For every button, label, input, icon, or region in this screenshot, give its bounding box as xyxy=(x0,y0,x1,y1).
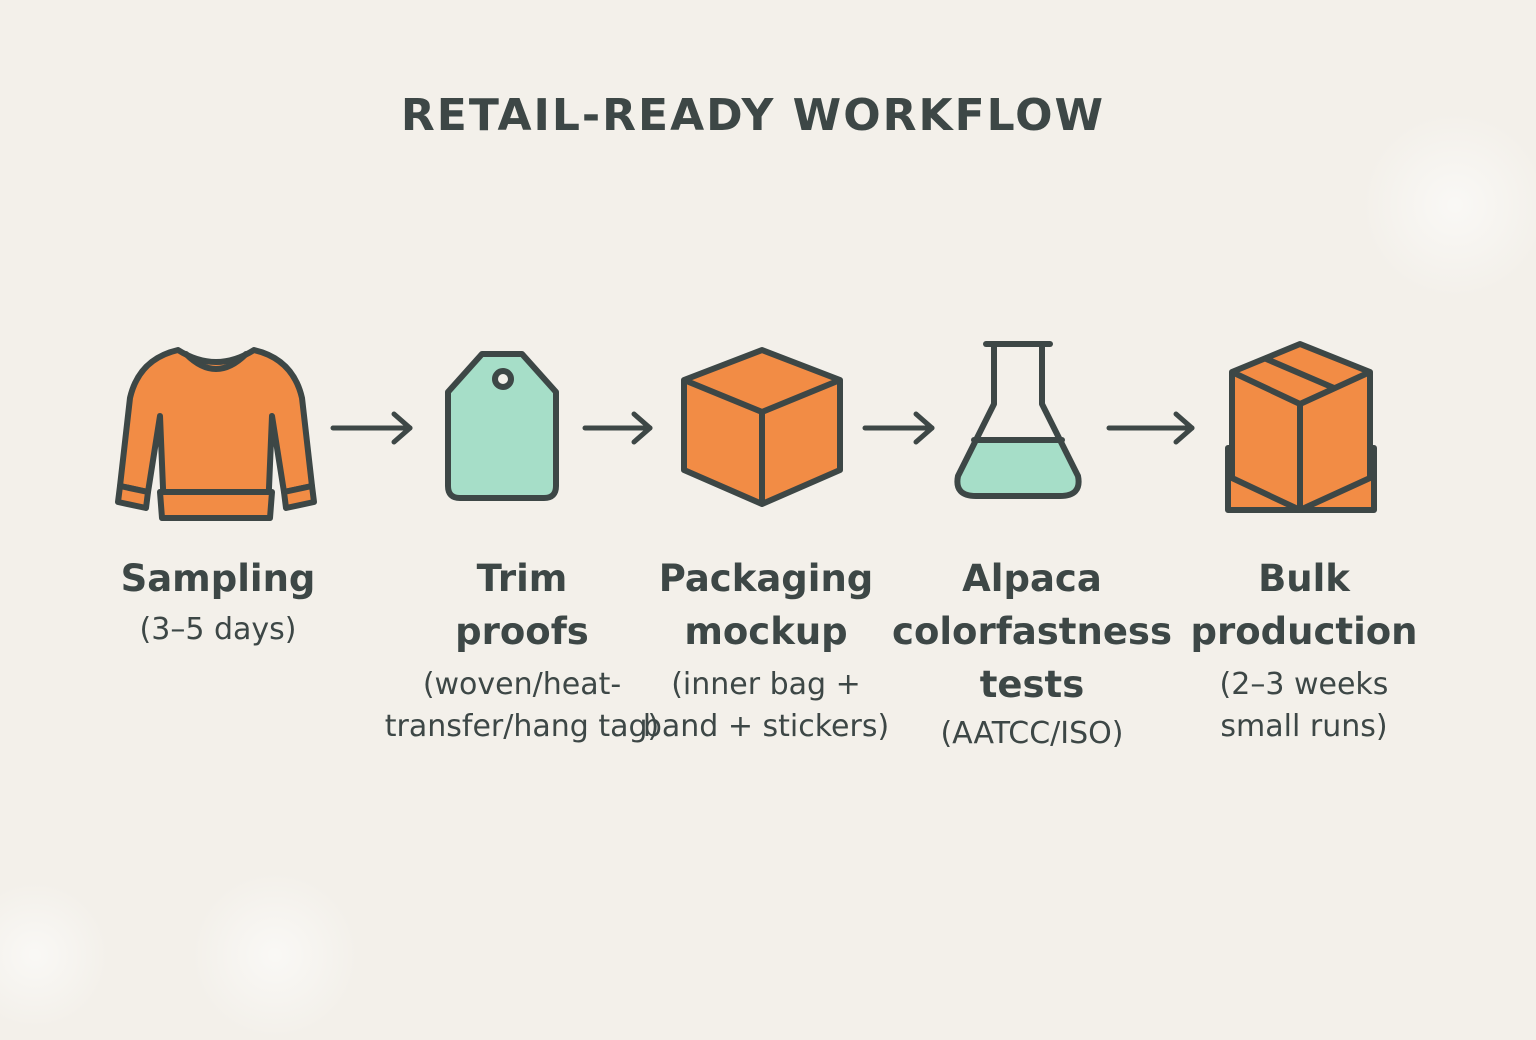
step-name-line: mockup xyxy=(684,610,848,653)
step-detail: (AATCC/ISO) xyxy=(892,713,1172,755)
step-label-sampling: Sampling (3–5 days) xyxy=(121,552,316,651)
step-detail: (3–5 days) xyxy=(121,609,316,651)
step-detail-line: (woven/heat- xyxy=(422,667,622,702)
pallet-box-icon xyxy=(1225,341,1377,513)
step-name-line: Packaging xyxy=(658,557,874,600)
step-name-line: Bulk xyxy=(1258,557,1350,600)
step-name: Trim proofs xyxy=(385,552,659,658)
step-name-line: Alpaca xyxy=(962,557,1102,600)
step-name-line: production xyxy=(1190,610,1418,653)
step-name-line: Sampling xyxy=(120,557,316,600)
sweater-icon xyxy=(115,347,317,521)
step-detail-line: small runs) xyxy=(1220,709,1388,744)
step-name: Alpaca colorfastness tests xyxy=(892,552,1172,711)
arrow-right-icon xyxy=(582,411,653,445)
step-name-line: Trim xyxy=(476,557,568,600)
step-detail-line: (inner bag + xyxy=(671,667,861,702)
background-glow xyxy=(190,870,360,1040)
step-detail-line: band + stickers) xyxy=(642,709,890,744)
step-detail: (woven/heat- transfer/hang tag) xyxy=(385,664,659,748)
step-label-trim-proofs: Trim proofs (woven/heat- transfer/hang t… xyxy=(385,552,659,748)
arrow-right-icon xyxy=(330,411,413,445)
step-name: Sampling xyxy=(121,552,316,605)
step-name-line: proofs xyxy=(455,610,589,653)
step-label-packaging-mockup: Packaging mockup (inner bag + band + sti… xyxy=(643,552,889,748)
step-detail: (2–3 weeks small runs) xyxy=(1190,664,1417,748)
step-name-line: tests xyxy=(979,663,1085,706)
arrow-right-icon xyxy=(862,411,935,445)
diagram-title: RETAIL-READY WORKFLOW xyxy=(400,90,1106,141)
step-name: Packaging mockup xyxy=(643,552,889,658)
box-icon xyxy=(681,347,843,507)
step-detail-line: (2–3 weeks xyxy=(1219,667,1389,702)
step-name-line: colorfastness xyxy=(892,610,1172,653)
step-detail-line: (3–5 days) xyxy=(139,612,297,647)
background-glow xyxy=(0,880,110,1030)
step-label-alpaca-tests: Alpaca colorfastness tests (AATCC/ISO) xyxy=(892,552,1172,755)
hang-tag-icon xyxy=(445,351,559,501)
step-detail-line: transfer/hang tag) xyxy=(384,709,660,744)
step-label-bulk-production: Bulk production (2–3 weeks small runs) xyxy=(1190,552,1417,748)
arrow-right-icon xyxy=(1106,411,1195,445)
step-detail: (inner bag + band + stickers) xyxy=(643,664,889,748)
flask-icon xyxy=(954,341,1082,499)
step-name: Bulk production xyxy=(1190,552,1417,658)
step-detail-line: (AATCC/ISO) xyxy=(940,716,1124,751)
